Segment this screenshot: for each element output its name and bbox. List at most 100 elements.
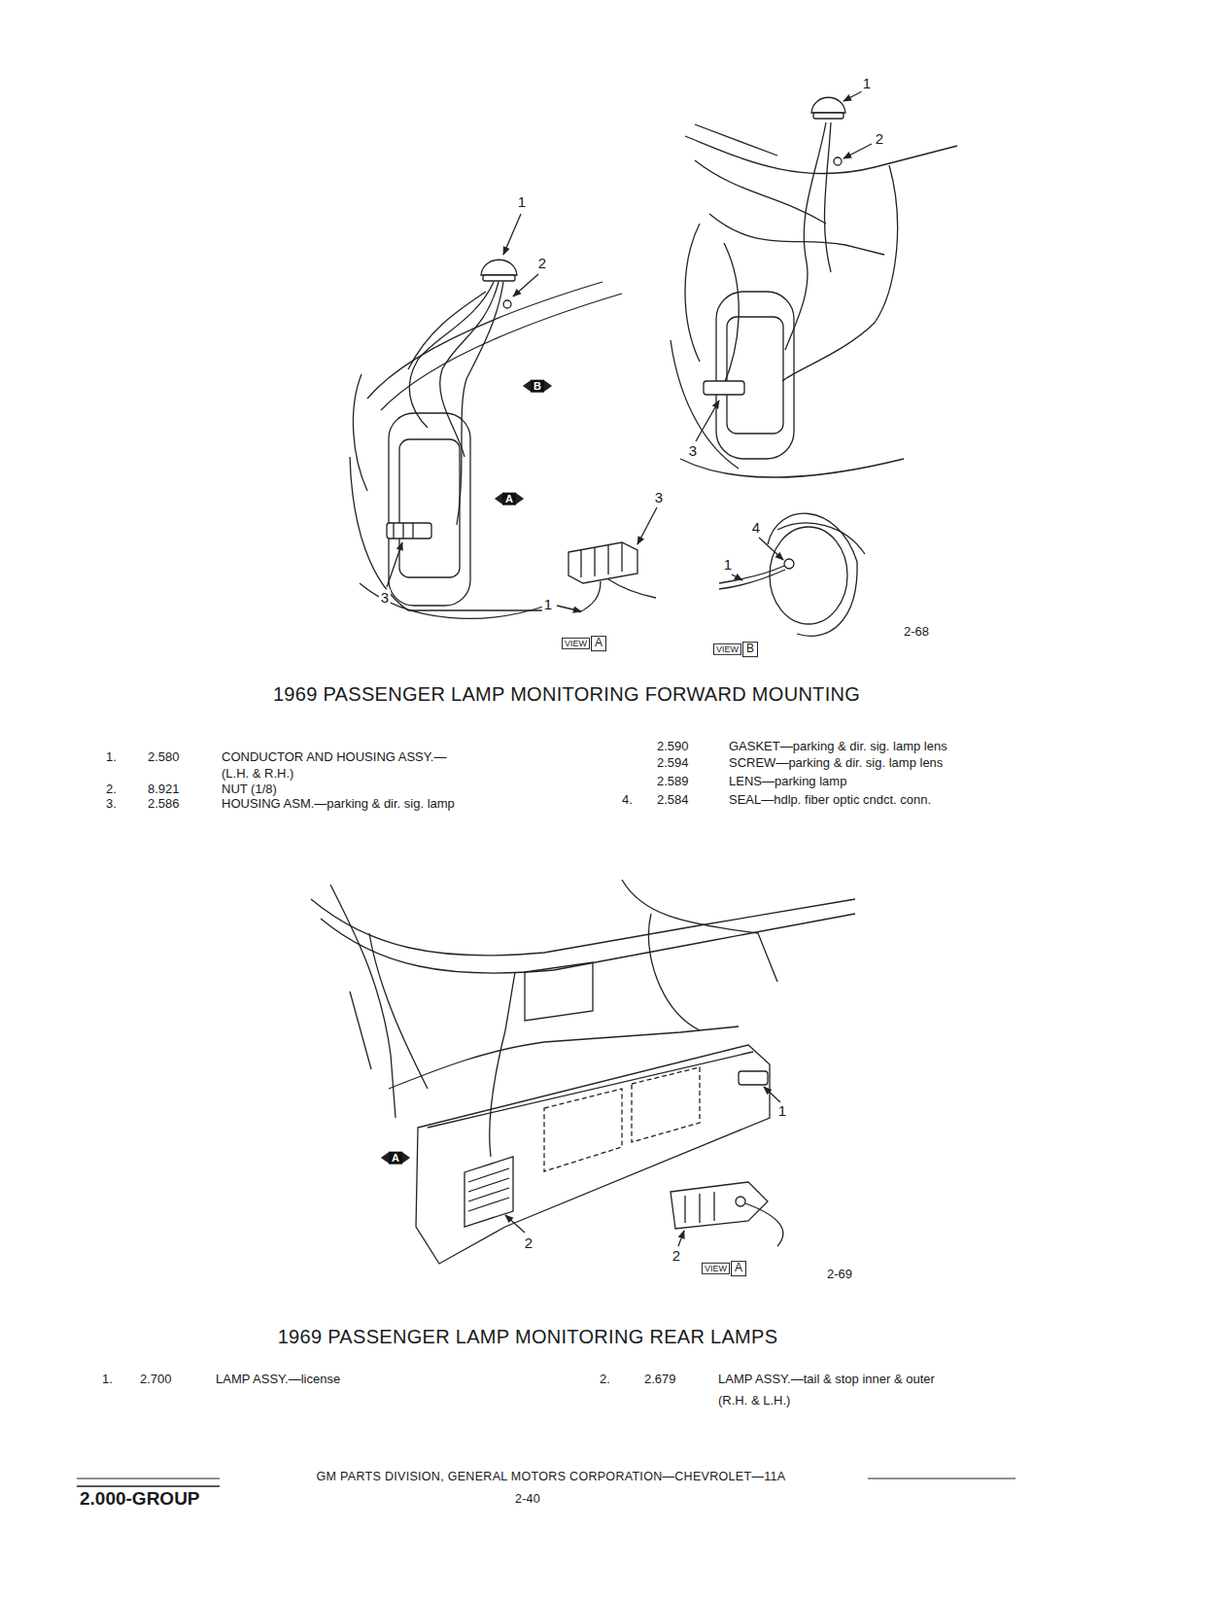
cowl-line bbox=[685, 136, 958, 174]
line-art bbox=[76, 91, 1016, 1486]
callout-number: 2 bbox=[873, 130, 886, 147]
parts-list-cell: (L.H. & R.H.) bbox=[221, 766, 294, 782]
view-arrow bbox=[516, 493, 523, 504]
license-lamp bbox=[738, 1070, 768, 1085]
callout-number: 1 bbox=[722, 555, 734, 573]
parts-list-cell: 2.679 bbox=[644, 1372, 677, 1387]
leader-line bbox=[513, 274, 539, 297]
wiring-harness bbox=[608, 579, 656, 598]
fender-line bbox=[349, 456, 545, 611]
parts-list-cell: 8.921 bbox=[147, 782, 180, 797]
figure-title: 1969 PASSENGER LAMP MONITORING FORWARD M… bbox=[273, 683, 861, 706]
rear-bumper bbox=[427, 1051, 754, 1128]
footer-text: 2-40 bbox=[515, 1491, 541, 1506]
parking-lamp-housing bbox=[568, 542, 638, 584]
leader-line bbox=[503, 213, 521, 255]
callout-number: 3 bbox=[378, 588, 391, 606]
leader-line bbox=[678, 1230, 685, 1246]
monitor-lamp-dome bbox=[481, 259, 517, 276]
lamp-socket bbox=[735, 1196, 746, 1206]
parts-list-cell: 2.584 bbox=[656, 792, 689, 808]
hood-edge bbox=[380, 293, 622, 411]
callout-number: 2 bbox=[670, 1246, 683, 1264]
view-arrow bbox=[381, 1152, 389, 1163]
bumper-line bbox=[680, 458, 904, 478]
figure-number: 2-69 bbox=[826, 1267, 853, 1282]
callout-number: 1 bbox=[542, 595, 554, 613]
leader-line bbox=[695, 400, 720, 442]
parts-list-cell: 4. bbox=[621, 792, 633, 808]
footer-text: GM PARTS DIVISION, GENERAL MOTORS CORPOR… bbox=[316, 1469, 787, 1483]
view-letter: A bbox=[730, 1260, 747, 1276]
leader-line bbox=[763, 1086, 781, 1102]
view-arrow bbox=[402, 1152, 410, 1163]
parts-list-cell: 3. bbox=[105, 796, 117, 812]
tail-lamp-ribs bbox=[685, 1191, 715, 1223]
parts-list-cell: (R.H. & L.H.) bbox=[718, 1393, 791, 1409]
view-marker: B bbox=[530, 379, 545, 393]
fiber-optic-conductor bbox=[824, 122, 831, 273]
leader-line bbox=[758, 537, 784, 560]
fiber-optic-conductor bbox=[745, 1203, 784, 1246]
callout-number: 3 bbox=[687, 442, 699, 459]
parts-list-cell: 2.589 bbox=[656, 774, 689, 790]
parts-list-cell: HOUSING ASM.—parking & dir. sig. lamp bbox=[221, 796, 455, 812]
fender-line bbox=[670, 340, 739, 469]
fiber-optic-conductor bbox=[579, 581, 601, 613]
footer-rule bbox=[76, 1478, 220, 1480]
view-letter: B bbox=[742, 641, 758, 657]
nut bbox=[833, 157, 842, 166]
parts-list-cell: SCREW—parking & dir. sig. lamp lens bbox=[728, 756, 943, 771]
fiber-optic-conductor bbox=[440, 281, 499, 457]
footer-rule bbox=[76, 1484, 220, 1487]
monitor-lamp-base bbox=[482, 275, 516, 281]
view-tag: VIEW bbox=[561, 637, 590, 650]
monitor-lamp-base bbox=[813, 112, 844, 119]
view-arrow bbox=[523, 380, 531, 391]
parts-list-cell: 2.700 bbox=[139, 1372, 173, 1387]
parts-list-cell: SEAL—hdlp. fiber optic cndct. conn. bbox=[728, 792, 931, 808]
deck-lid-edge bbox=[310, 898, 856, 956]
parts-list-cell: 2.586 bbox=[147, 796, 180, 812]
fiber-optic-conductor bbox=[723, 242, 739, 384]
fiber-optic-conductor bbox=[388, 1026, 739, 1089]
callout-number: 3 bbox=[653, 488, 665, 506]
headlamp-bezel-inner bbox=[399, 439, 460, 578]
callout-number: 2 bbox=[522, 1234, 535, 1251]
fender-line bbox=[685, 223, 700, 362]
parts-list-cell: 1. bbox=[102, 1372, 113, 1387]
tail-lamp-lens bbox=[468, 1168, 510, 1211]
view-marker: A bbox=[388, 1151, 403, 1165]
cowl-line bbox=[694, 124, 778, 156]
fiber-optic-conductor bbox=[456, 281, 504, 525]
parts-list-cell: GASKET—parking & dir. sig. lamp lens bbox=[728, 739, 948, 755]
rear-panel-bracket bbox=[524, 962, 593, 1021]
housing-ribs bbox=[393, 522, 414, 539]
seal bbox=[784, 558, 794, 569]
callout-number: 1 bbox=[776, 1101, 789, 1119]
figure-title: 1969 PASSENGER LAMP MONITORING REAR LAMP… bbox=[277, 1325, 779, 1348]
view-arrow bbox=[544, 380, 551, 391]
view-letter: A bbox=[590, 635, 607, 652]
bumper-recess bbox=[631, 1067, 700, 1142]
parts-list-cell: 1. bbox=[105, 750, 117, 765]
callout-number: 1 bbox=[860, 74, 873, 92]
view-tag: VIEW bbox=[701, 1262, 730, 1274]
view-tag: VIEW bbox=[713, 643, 742, 655]
parts-list-cell: NUT (1/8) bbox=[221, 782, 277, 797]
leader-line bbox=[731, 574, 743, 581]
headlamp-bezel-inner bbox=[726, 316, 784, 434]
parts-list-cell: 2. bbox=[599, 1372, 611, 1387]
figure-number: 2-68 bbox=[903, 624, 930, 640]
headlamp-bezel bbox=[388, 413, 471, 606]
rear-bumper bbox=[415, 1044, 770, 1264]
nut bbox=[503, 300, 512, 309]
fiber-optic-conductor bbox=[785, 122, 827, 350]
group-number: 2.000-GROUP bbox=[79, 1487, 201, 1510]
parking-lamp-housing bbox=[703, 380, 745, 395]
parts-list-cell: 2.594 bbox=[656, 756, 689, 771]
monitor-lamp-dome bbox=[811, 97, 846, 113]
parts-list-cell: LAMP ASSY.—tail & stop inner & outer bbox=[718, 1372, 935, 1387]
fender-opening bbox=[777, 522, 865, 554]
